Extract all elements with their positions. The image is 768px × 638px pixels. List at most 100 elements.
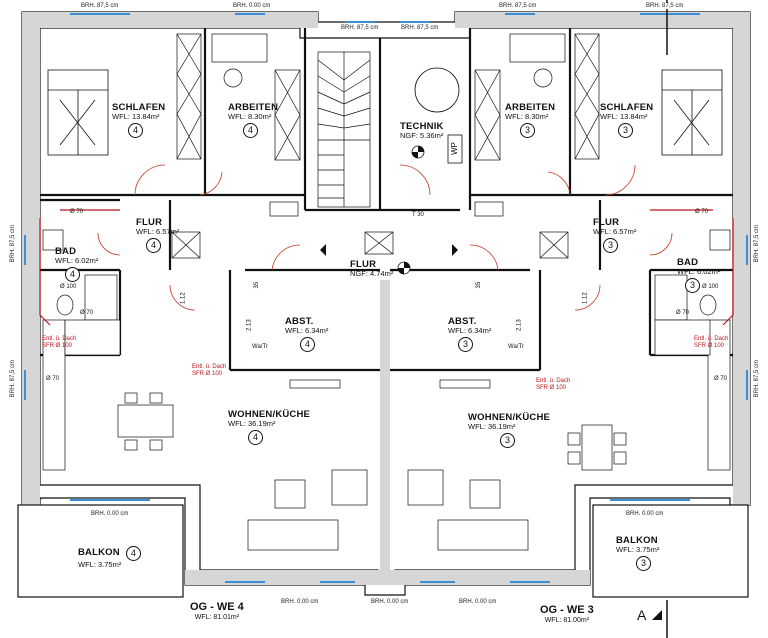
- room-area: WFL: 6.02m²: [55, 255, 99, 265]
- unit-title-we4: OG - WE 4 WFL: 81.01m²: [190, 601, 244, 621]
- beds: [47, 69, 723, 156]
- room-area: WFL: 6.34m²: [448, 325, 492, 335]
- brh-label: BRH. 87,5 cm: [754, 360, 761, 398]
- unit-area: WFL: 81.00m²: [544, 616, 590, 624]
- room-area: WFL: 6.02m²: [677, 266, 721, 276]
- room-name: BALKON: [78, 547, 120, 559]
- staircase: [317, 51, 371, 208]
- unit-name: OG - WE 4: [190, 601, 244, 613]
- room-name: FLUR: [350, 259, 377, 270]
- room-flur-center: FLUR NGF: 4.74m²: [350, 260, 393, 278]
- windows: [24, 13, 748, 583]
- room-area: WFL: 8.30m²: [228, 111, 272, 121]
- room-schlafen-left: SCHLAFEN WFL: 13.84m² 4: [112, 103, 165, 138]
- unit-name: OG - WE 3: [540, 604, 594, 616]
- dining-tables: [117, 392, 627, 471]
- room-bad-left: BAD WFL: 6.02m² 4: [55, 247, 98, 282]
- pipe-diameter-label: Ø 70: [695, 209, 709, 215]
- section-label: A: [637, 607, 647, 623]
- brh-label: BRH. 0.00 cm: [625, 511, 665, 518]
- unit-badge: 4: [248, 429, 263, 445]
- brh-label: BRH. 0.00 cm: [370, 599, 410, 606]
- brh-label: BRH. 0.00 cm: [458, 599, 498, 606]
- room-area: WFL: 8.30m²: [505, 111, 549, 121]
- pipe-diameter-label: Ø 100: [702, 284, 719, 290]
- room-flur-right: FLUR WFL: 6.57m² 3: [593, 218, 636, 253]
- room-name: FLUR: [136, 217, 163, 228]
- brh-label: BRH. 87,5 cm: [645, 3, 685, 10]
- living-furniture: [247, 379, 529, 551]
- room-name: ARBEITEN: [505, 102, 556, 113]
- room-name: FLUR: [593, 217, 620, 228]
- room-area: WFL: 6.57m²: [136, 226, 180, 236]
- interior-walls: [40, 28, 733, 372]
- washer-dryer-label: Wa/Tr: [508, 344, 524, 350]
- brh-label: BRH. 0.00 cm: [90, 511, 130, 518]
- unit-badge: 3: [636, 555, 651, 571]
- brh-label: BRH. 87,5 cm: [80, 3, 120, 10]
- room-name: WOHNEN/KÜCHE: [228, 409, 311, 420]
- kitchens: [42, 319, 731, 471]
- brh-label: BRH. 0.00 cm: [280, 599, 320, 606]
- washer-dryer-label: Wa/Tr: [252, 344, 268, 350]
- room-area: WFL: 6.57m²: [593, 226, 637, 236]
- unit-badge: 4: [243, 122, 258, 138]
- room-arbeiten-right: ARBEITEN WFL: 8.30m² 3: [505, 103, 555, 138]
- unit-badge: 4: [128, 122, 143, 138]
- room-name: ARBEITEN: [228, 102, 279, 113]
- brh-label: BRH. 0.00 cm: [232, 3, 272, 10]
- room-area: WFL: 3.75m²: [78, 560, 122, 569]
- room-area: WFL: 3.75m²: [616, 544, 660, 554]
- room-wohnen-right: WOHNEN/KÜCHE WFL: 36.19m² 3: [468, 413, 550, 448]
- brh-label: BRH. 87,5 cm: [10, 360, 17, 398]
- vent-note: Entl. ü. Dach SFR Ø 100: [192, 364, 226, 377]
- dimension-label: 1.12: [582, 292, 589, 304]
- door-swings: [97, 164, 673, 311]
- pipe-diameter-label: Ø 100: [60, 284, 77, 290]
- room-area: WFL: 6.34m²: [285, 325, 329, 335]
- pipe-diameter-label: Ø 70: [46, 376, 60, 382]
- room-abst-left: ABST. WFL: 6.34m² 4: [285, 317, 328, 352]
- pipe-diameter-label: Ø 70: [676, 310, 690, 316]
- room-area: WFL: 36.19m²: [468, 421, 516, 431]
- desks: [211, 33, 566, 88]
- level-markers: [320, 145, 458, 275]
- room-technik: TECHNIK NGF: 5.36m²: [400, 122, 444, 140]
- technik-equipment: [414, 67, 463, 164]
- vent-note-line: SFR Ø 100: [42, 342, 73, 349]
- dimension-label: 35: [476, 281, 483, 289]
- vent-note-line: SFR Ø 100: [694, 342, 725, 349]
- room-area: WFL: 13.84m²: [600, 111, 648, 121]
- room-name: WOHNEN/KÜCHE: [468, 412, 551, 423]
- unit-badge: 4: [65, 266, 80, 282]
- vent-note: Entl. ü. Dach SFR Ø 100: [42, 336, 76, 349]
- vent-note-line: SFR Ø 100: [192, 370, 223, 377]
- pipe-diameter-label: Ø 70: [70, 209, 84, 215]
- room-area: WFL: 36.19m²: [228, 418, 276, 428]
- room-name: SCHLAFEN: [600, 102, 654, 113]
- room-name: SCHLAFEN: [112, 102, 166, 113]
- room-name: BAD: [677, 257, 699, 268]
- vent-note-line: Entl. ü. Dach: [694, 336, 729, 342]
- room-schlafen-right: SCHLAFEN WFL: 13.84m² 3: [600, 103, 653, 138]
- unit-badge: 4: [125, 546, 141, 561]
- room-area: WFL: 13.84m²: [112, 111, 160, 121]
- unit-title-we3: OG - WE 3 WFL: 81.00m²: [540, 604, 594, 624]
- room-bad-right: BAD WFL: 6.02m² 3: [677, 258, 720, 293]
- room-area: NGF: 4.74m²: [350, 268, 394, 278]
- unit-badge: 4: [146, 237, 161, 253]
- unit-badge: 3: [603, 237, 618, 253]
- vent-note: Entl. ü. Dach SFR Ø 100: [536, 378, 570, 391]
- vent-note-line: SFR Ø 100: [536, 384, 567, 391]
- room-balkon-right: BALKON WFL: 3.75m² 3: [616, 536, 659, 571]
- balconies: [17, 504, 749, 598]
- unit-badge: 4: [300, 336, 315, 352]
- shafts: [171, 201, 569, 259]
- dimension-label: 1.12: [180, 292, 187, 304]
- brh-label: BRH. 87,5 cm: [498, 3, 538, 10]
- dimension-label: 2.13: [516, 319, 523, 331]
- vent-note-line: Entl. ü. Dach: [536, 378, 571, 384]
- room-name: BAD: [55, 246, 77, 257]
- brh-label: BRH. 87,5 cm: [754, 225, 761, 263]
- unit-badge: 3: [685, 277, 700, 293]
